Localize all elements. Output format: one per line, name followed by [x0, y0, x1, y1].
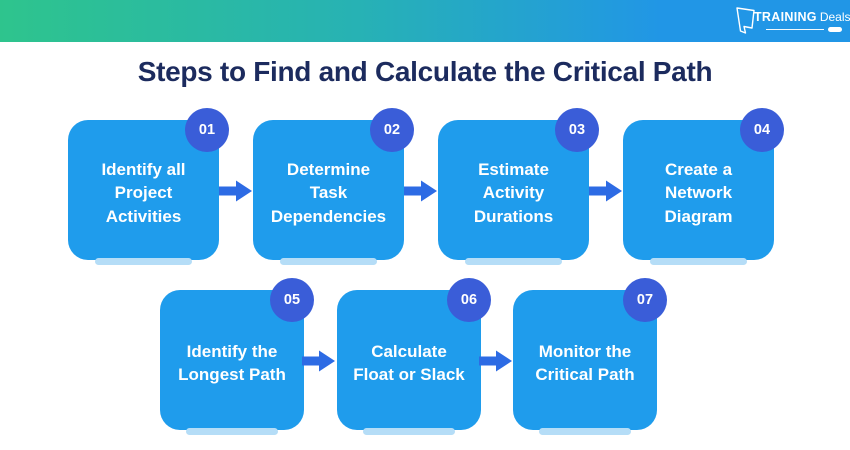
logo-pill-shape: [828, 27, 842, 32]
step-label: Create a Network Diagram: [664, 159, 733, 226]
step-number-badge: 02: [370, 108, 414, 152]
step-card-3: 03 Estimate Activity Durations: [438, 108, 599, 265]
step-card-2: 02 Determine Task Dependencies: [253, 108, 414, 265]
step-card-4: 04 Create a Network Diagram: [623, 108, 784, 265]
arrow-right-icon: [404, 179, 438, 203]
step-card-1: 01 Identify all Project Activities: [68, 108, 229, 265]
logo-underline: [766, 27, 842, 32]
step-label: Identify all Project Activities: [101, 159, 186, 226]
arrow-right-icon: [479, 349, 513, 373]
arrow-right-icon: [219, 179, 253, 203]
training-deals-logo: TRAINING Deals: [736, 5, 850, 37]
step-label: Identify the Longest Path: [178, 341, 286, 384]
step-number-badge: 01: [185, 108, 229, 152]
step-card-7: 07 Monitor the Critical Path: [513, 278, 667, 435]
step-number-badge: 04: [740, 108, 784, 152]
arrow-right-icon: [302, 349, 336, 373]
step-label: Estimate Activity Durations: [473, 159, 554, 226]
step-label: Calculate Float or Slack: [353, 341, 465, 384]
logo-suffix-text: Deals: [819, 10, 850, 24]
page-title: Steps to Find and Calculate the Critical…: [137, 56, 713, 87]
step-number-badge: 07: [623, 278, 667, 322]
step-card-5: 05 Identify the Longest Path: [160, 278, 314, 435]
certificate-icon: [734, 6, 756, 41]
step-number-badge: 05: [270, 278, 314, 322]
step-number-badge: 03: [555, 108, 599, 152]
step-number-badge: 06: [447, 278, 491, 322]
header-bar: TRAINING Deals: [0, 0, 850, 42]
logo-brand-text: TRAINING: [754, 10, 817, 24]
step-label: Determine Task Dependencies: [270, 159, 387, 226]
step-label: Monitor the Critical Path: [535, 341, 635, 384]
arrow-right-icon: [589, 179, 623, 203]
step-card-6: 06 Calculate Float or Slack: [337, 278, 491, 435]
